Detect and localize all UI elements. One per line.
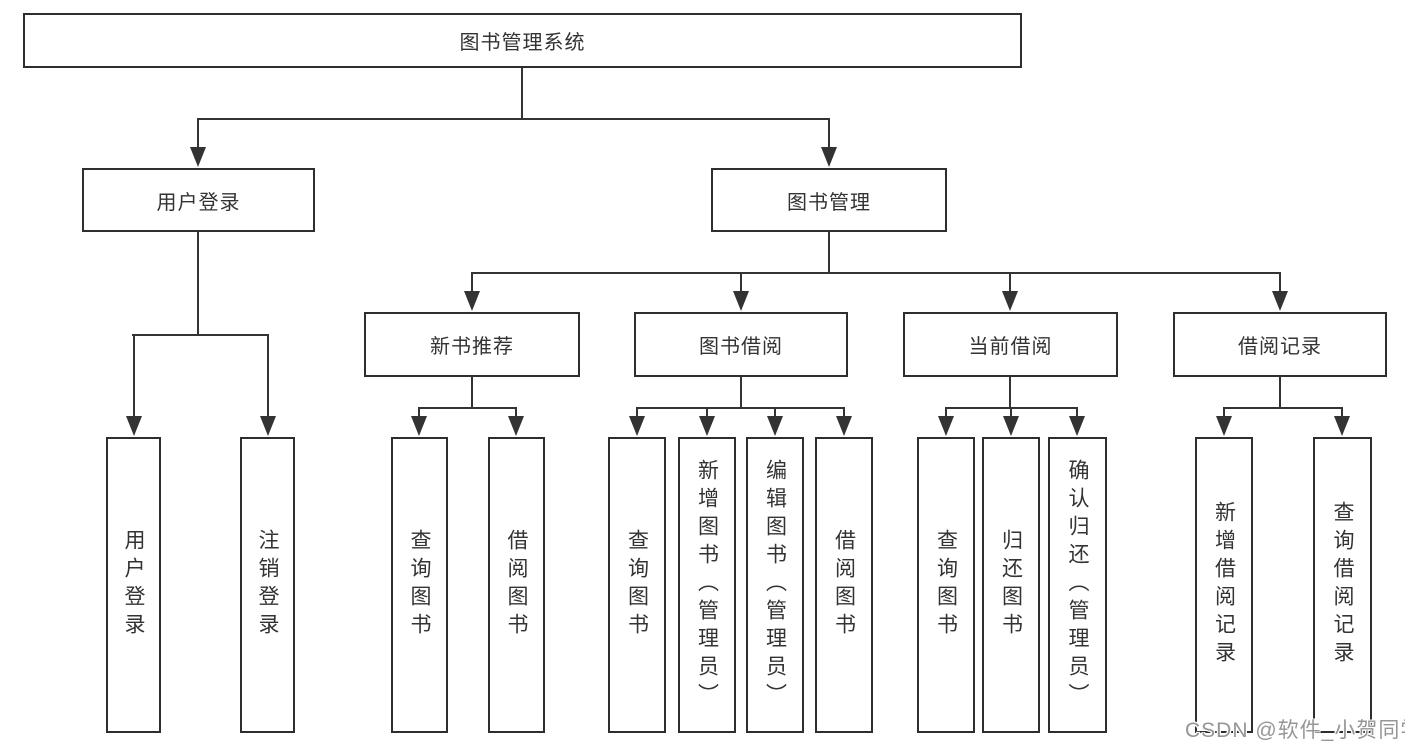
arrow-down-icon bbox=[629, 416, 645, 436]
node-borrow-records: 借阅记录 bbox=[1173, 312, 1387, 377]
connector-line bbox=[1009, 272, 1011, 291]
connector-line bbox=[471, 272, 473, 291]
leaf-return-book-label: 归还图书 bbox=[999, 529, 1023, 641]
connector-line bbox=[1076, 407, 1078, 416]
node-book-mgmt: 图书管理 bbox=[711, 168, 947, 232]
node-current-borrow-label: 当前借阅 bbox=[968, 336, 1053, 358]
connector-rail-borrow-records-children bbox=[1223, 407, 1343, 409]
arrow-down-icon bbox=[508, 416, 524, 436]
leaf-logout: 注销登录 bbox=[240, 437, 295, 733]
connector-stem-current-borrow bbox=[1009, 377, 1011, 409]
leaf-borrow-book-label: 借阅图书 bbox=[832, 529, 856, 641]
leaf-query-book-under-current: 查询图书 bbox=[917, 437, 975, 733]
node-borrow-records-label: 借阅记录 bbox=[1238, 336, 1322, 358]
connector-line bbox=[740, 272, 742, 291]
arrow-down-icon bbox=[938, 416, 954, 436]
arrow-down-icon bbox=[1002, 291, 1018, 311]
leaf-borrow-book-under-borrow: 借阅图书 bbox=[815, 437, 873, 733]
connector-line bbox=[774, 407, 776, 416]
leaf-add-borrow-record: 新增借阅记录 bbox=[1195, 437, 1253, 733]
arrow-down-icon bbox=[767, 416, 783, 436]
watermark: CSDN @软件_小贺同学 bbox=[1185, 719, 1405, 742]
connector-line bbox=[515, 407, 517, 416]
arrow-down-icon bbox=[260, 416, 276, 436]
arrow-down-icon bbox=[190, 147, 206, 167]
arrow-down-icon bbox=[126, 416, 142, 436]
connector-line bbox=[133, 334, 135, 416]
connector-rail-level3 bbox=[471, 272, 1281, 274]
node-user-login-label: 用户登录 bbox=[156, 191, 241, 214]
connector-rail-level2 bbox=[197, 118, 830, 120]
leaf-confirm-return-admin: 确认归还（管理员） bbox=[1048, 437, 1107, 733]
arrow-down-icon bbox=[464, 291, 480, 311]
node-current-borrow: 当前借阅 bbox=[903, 312, 1118, 377]
connector-rail-book-borrow-children bbox=[636, 407, 845, 409]
leaf-edit-book-admin: 编辑图书（管理员） bbox=[746, 437, 804, 733]
arrow-down-icon bbox=[1216, 416, 1232, 436]
leaf-add-book-admin-label: 新增图书（管理员） bbox=[695, 459, 719, 711]
leaf-query-book-under-borrow: 查询图书 bbox=[608, 437, 666, 733]
node-root-label: 图书管理系统 bbox=[459, 32, 586, 54]
arrow-down-icon bbox=[1003, 416, 1019, 436]
connector-line bbox=[706, 407, 708, 416]
leaf-query-book-label: 查询图书 bbox=[934, 529, 958, 641]
arrow-down-icon bbox=[1272, 291, 1288, 311]
connector-line bbox=[1279, 272, 1281, 291]
connector-stem-user-login bbox=[197, 232, 199, 336]
connector-line bbox=[197, 118, 199, 147]
node-new-book-rec: 新书推荐 bbox=[364, 312, 580, 377]
leaf-user-login: 用户登录 bbox=[106, 437, 161, 733]
arrow-down-icon bbox=[836, 416, 852, 436]
leaf-return-book: 归还图书 bbox=[982, 437, 1040, 733]
connector-line bbox=[1341, 407, 1343, 416]
leaf-add-borrow-record-label: 新增借阅记录 bbox=[1212, 501, 1236, 669]
node-new-book-rec-label: 新书推荐 bbox=[430, 336, 514, 358]
connector-line bbox=[418, 407, 420, 416]
connector-stem-root bbox=[521, 68, 523, 120]
leaf-borrow-book-under-rec: 借阅图书 bbox=[488, 437, 545, 733]
connector-stem-book-mgmt bbox=[828, 232, 830, 274]
connector-line bbox=[1223, 407, 1225, 416]
node-book-mgmt-label: 图书管理 bbox=[787, 191, 871, 214]
leaf-query-book-label: 查询图书 bbox=[408, 529, 432, 641]
leaf-logout-label: 注销登录 bbox=[256, 529, 280, 641]
connector-line bbox=[1010, 407, 1012, 416]
leaf-query-borrow-record: 查询借阅记录 bbox=[1313, 437, 1372, 733]
connector-stem-borrow-records bbox=[1279, 377, 1281, 409]
connector-rail-user-login-children bbox=[132, 334, 268, 336]
leaf-query-book-label: 查询图书 bbox=[625, 529, 649, 641]
node-book-borrow: 图书借阅 bbox=[634, 312, 848, 377]
connector-stem-new-book-rec bbox=[471, 377, 473, 409]
connector-line bbox=[945, 407, 947, 416]
arrow-down-icon bbox=[411, 416, 427, 436]
leaf-add-book-admin: 新增图书（管理员） bbox=[678, 437, 736, 733]
leaf-edit-book-admin-label: 编辑图书（管理员） bbox=[763, 459, 787, 711]
leaf-query-book-under-rec: 查询图书 bbox=[391, 437, 448, 733]
connector-line bbox=[636, 407, 638, 416]
leaf-user-login-label: 用户登录 bbox=[122, 529, 146, 641]
node-root: 图书管理系统 bbox=[23, 13, 1022, 68]
connector-stem-book-borrow bbox=[740, 377, 742, 409]
arrow-down-icon bbox=[821, 147, 837, 167]
connector-rail-new-book-rec-children bbox=[418, 407, 517, 409]
arrow-down-icon bbox=[1069, 416, 1085, 436]
arrow-down-icon bbox=[699, 416, 715, 436]
arrow-down-icon bbox=[733, 291, 749, 311]
node-book-borrow-label: 图书借阅 bbox=[699, 336, 783, 358]
connector-line bbox=[828, 118, 830, 147]
connector-line bbox=[843, 407, 845, 416]
node-user-login: 用户登录 bbox=[82, 168, 315, 232]
leaf-borrow-book-label: 借阅图书 bbox=[505, 529, 529, 641]
arrow-down-icon bbox=[1334, 416, 1350, 436]
connector-line bbox=[267, 334, 269, 416]
leaf-confirm-return-admin-label: 确认归还（管理员） bbox=[1066, 459, 1090, 711]
leaf-query-borrow-record-label: 查询借阅记录 bbox=[1331, 501, 1355, 669]
